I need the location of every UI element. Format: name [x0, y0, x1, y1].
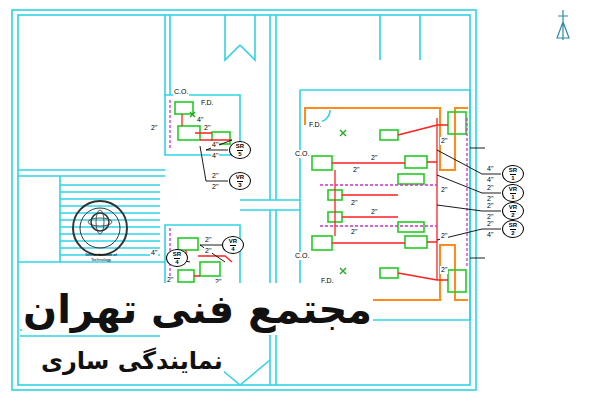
callout-text: SR	[172, 251, 182, 258]
callout-text: 2	[510, 211, 515, 219]
callout-text: 4	[174, 258, 179, 266]
callout-circle: SR4	[166, 249, 188, 267]
pipe-label: 2"	[204, 236, 212, 244]
callout-circle: VR2	[502, 202, 524, 220]
pipe-label: 2"	[150, 124, 158, 132]
pipe-label: 2"	[486, 184, 494, 192]
pipe-label: 4"	[486, 176, 494, 184]
callout-text: 3	[237, 181, 242, 189]
pipe-label: 2"	[350, 199, 358, 207]
vent-pipes	[170, 100, 467, 288]
leader-lines	[166, 140, 501, 262]
pipe-label: C.O.	[294, 252, 310, 260]
watermark-subtitle: نمایندگی ساری	[40, 345, 224, 377]
walls	[12, 10, 476, 390]
fixtures	[175, 102, 466, 292]
callout-text: 4	[230, 245, 235, 253]
pipe-label: 2"	[370, 154, 378, 162]
pipe-label: 2"	[370, 208, 378, 216]
bathroom-outline	[305, 108, 468, 300]
pipe-label: 4"	[211, 141, 219, 149]
pipe-label: 2"	[203, 124, 211, 132]
callout-circle: VR4	[222, 236, 244, 254]
callout-text: VR	[508, 186, 518, 193]
pipe-label: 4"	[211, 152, 219, 160]
callout-text: SR	[508, 167, 518, 174]
pipe-label: 2"	[486, 220, 494, 228]
pipe-label: 2"	[440, 186, 448, 194]
pipe-label: 2"	[211, 172, 219, 180]
drain-pipes	[182, 114, 448, 280]
callout-text: 5	[237, 150, 242, 158]
pipe-label: 4"	[150, 249, 158, 257]
callout-text: VR	[228, 238, 238, 245]
pipe-label: 2"	[440, 137, 448, 145]
callout-text: SR	[235, 143, 245, 150]
floor-drains	[190, 112, 346, 274]
pipe-label: 2"	[486, 202, 494, 210]
pipe-label: 4"	[486, 231, 494, 239]
pipe-label: C.O.	[173, 88, 189, 96]
pipe-label: 2"	[350, 228, 358, 236]
pipe-label: F.D.	[200, 99, 214, 107]
callout-circle: VR3	[229, 172, 251, 190]
pipe-label: 2"	[204, 247, 212, 255]
pipe-label: 4"	[486, 165, 494, 173]
callout-text: VR	[508, 204, 518, 211]
pipe-label: 2"	[440, 232, 448, 240]
callout-text: 2	[510, 229, 515, 237]
pipe-label: 2"	[440, 266, 448, 274]
logo-text: Tehran Institute of Technology	[76, 252, 126, 262]
callout-circle: SR5	[229, 141, 251, 159]
pipe-label: C.O.	[294, 150, 310, 158]
callout-text: 1	[510, 174, 515, 182]
callout-circle: SR1	[502, 165, 524, 183]
pipe-label: 2"	[211, 183, 219, 191]
watermark-title: مجتمع فنی تهران	[22, 283, 373, 335]
north-arrow	[557, 10, 569, 40]
callout-circle: VR1	[502, 184, 524, 202]
callout-text: 1	[510, 193, 515, 201]
callout-text: SR	[508, 222, 518, 229]
pipe-label: 2"	[352, 166, 360, 174]
callout-text: VR	[235, 174, 245, 181]
pipe-label: F.D.	[308, 121, 322, 129]
pipe-label: 4"	[196, 116, 204, 124]
institute-logo	[73, 201, 127, 255]
callout-circle: SR2	[502, 220, 524, 238]
